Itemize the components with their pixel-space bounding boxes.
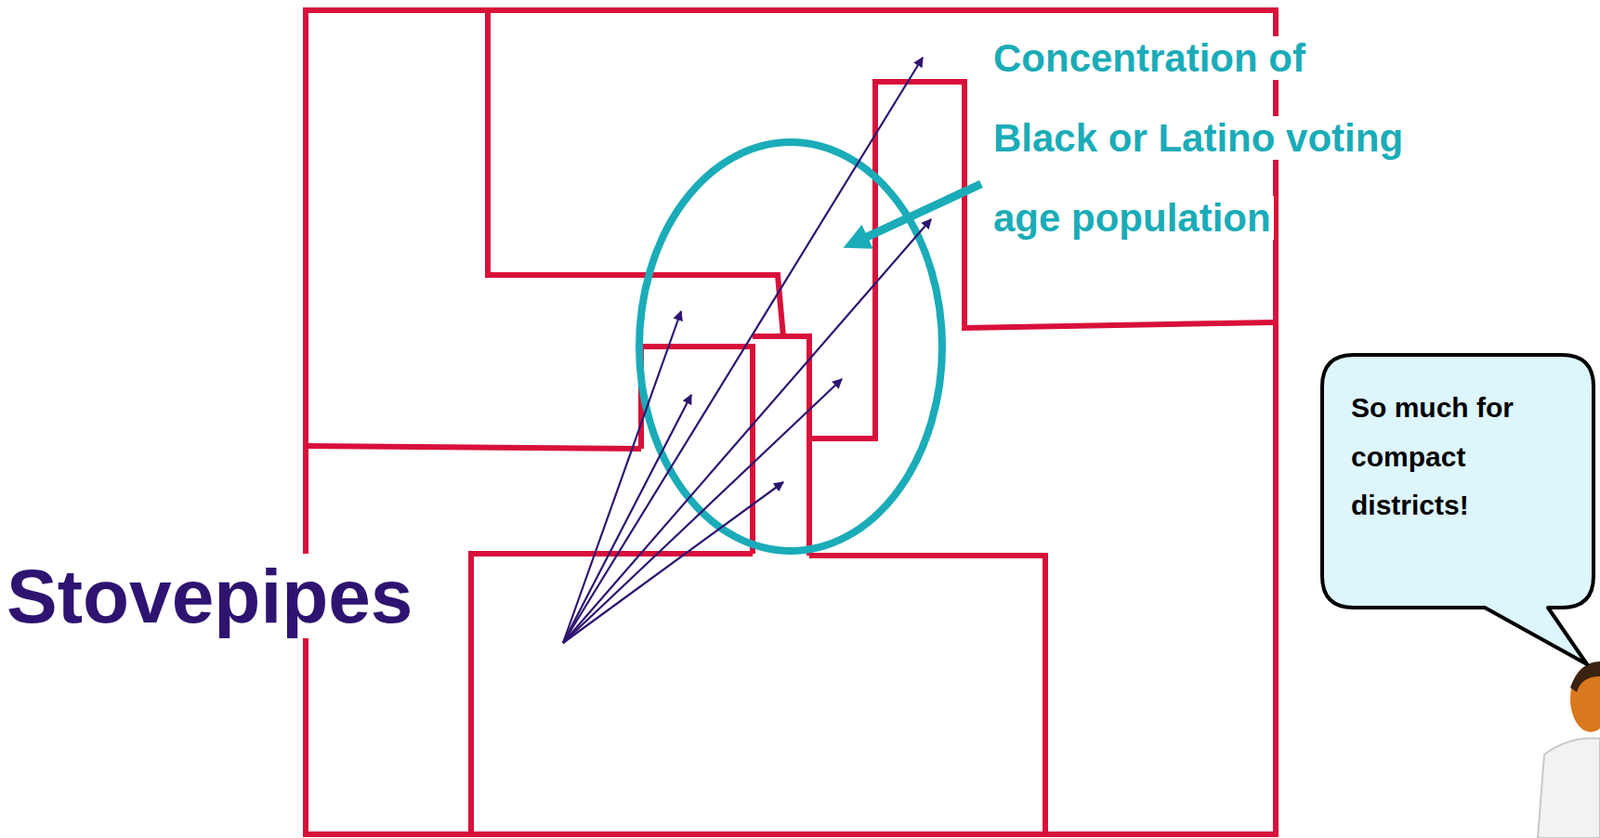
bubble-text: So much for compact districts!	[1350, 383, 1565, 531]
leader-arrow	[563, 379, 842, 643]
bubble-outline	[1319, 352, 1597, 611]
speech-bubble: So much for compact districts!	[1319, 352, 1597, 611]
person-figure	[1537, 661, 1600, 838]
leader-arrow	[852, 183, 982, 244]
leader-arrow	[563, 219, 932, 643]
concentration-label: Concentration of Black or Latino voting …	[990, 18, 1405, 259]
concentration-label-text: Concentration of Black or Latino voting …	[990, 36, 1406, 240]
stovepipes-label-text: Stovepipes	[3, 553, 416, 639]
leader-lines	[563, 57, 982, 643]
population-concentration	[639, 142, 943, 551]
leader-arrow	[563, 482, 784, 643]
leader-arrow	[563, 311, 682, 643]
stovepipes-label: Stovepipes	[3, 550, 416, 643]
bubble-shape	[1322, 354, 1594, 665]
leader-arrow	[563, 57, 923, 643]
